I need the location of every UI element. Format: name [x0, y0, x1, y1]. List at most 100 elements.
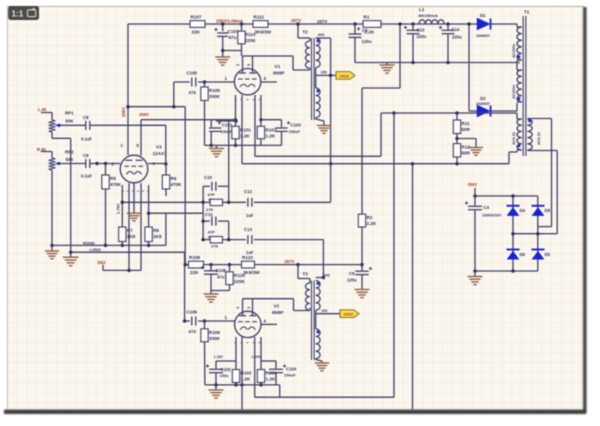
svg-text:C103: C103 [291, 123, 302, 128]
svg-text:6N8P: 6N8P [272, 310, 284, 315]
svg-text:R122: R122 [242, 255, 253, 260]
svg-text:267V: 267V [291, 18, 301, 23]
svg-text:9: 9 [121, 190, 125, 192]
svg-text:R110: R110 [245, 32, 256, 37]
svg-text:C6: C6 [349, 271, 355, 276]
svg-text:220K: 220K [234, 279, 246, 284]
svg-text:D4: D4 [520, 208, 526, 213]
svg-text:LGND: LGND [90, 247, 101, 252]
svg-text:330K: 330K [209, 94, 221, 99]
svg-text:1: 1 [225, 315, 228, 320]
svg-text:150uF: 150uF [289, 129, 301, 134]
svg-text:R120: R120 [234, 273, 245, 278]
svg-text:0.1uF: 0.1uF [81, 137, 92, 142]
svg-text:9: 9 [131, 190, 135, 192]
svg-text:C101: C101 [222, 123, 233, 128]
svg-text:27K: 27K [211, 244, 218, 249]
svg-text:1uF: 1uF [246, 250, 254, 255]
svg-text:150: 150 [321, 309, 327, 313]
svg-text:150: 150 [321, 71, 327, 75]
svg-text:R11: R11 [462, 121, 471, 126]
svg-text:AC6.3v: AC6.3v [511, 131, 516, 145]
svg-text:47u: 47u [217, 275, 225, 280]
svg-text:9: 9 [126, 190, 130, 192]
svg-text:RP2: RP2 [65, 150, 74, 155]
svg-text:1N4007: 1N4007 [476, 33, 491, 38]
svg-text:1:1: 1:1 [12, 9, 24, 18]
svg-text:9: 9 [246, 342, 250, 344]
svg-text:0.1uF: 0.1uF [81, 174, 92, 179]
svg-text:R7: R7 [127, 228, 133, 233]
svg-text:L.IN: L.IN [38, 107, 46, 112]
svg-text:150Ω: 150Ω [343, 312, 354, 317]
svg-text:D62: D62 [98, 260, 107, 265]
svg-text:R6: R6 [171, 176, 177, 181]
svg-text:47u: 47u [229, 35, 237, 40]
svg-text:600: 600 [324, 274, 330, 278]
svg-text:9: 9 [252, 342, 256, 344]
svg-text:2: 2 [236, 64, 240, 66]
svg-text:D8: D8 [545, 208, 551, 213]
svg-text:5: 5 [247, 64, 251, 66]
svg-text:R1: R1 [364, 15, 370, 20]
svg-text:DH2: DH2 [468, 182, 477, 187]
svg-text:C4: C4 [484, 205, 490, 210]
svg-text:6: 6 [137, 143, 140, 148]
svg-text:206V: 206V [121, 107, 126, 117]
svg-text:120u: 120u [347, 278, 357, 283]
svg-text:1.18V: 1.18V [214, 355, 224, 359]
svg-text:9: 9 [234, 99, 238, 101]
svg-text:D5: D5 [545, 252, 551, 257]
svg-text:C11: C11 [205, 212, 213, 217]
svg-text:267V: 267V [317, 19, 327, 24]
svg-text:C9: C9 [83, 153, 89, 158]
svg-text:474: 474 [189, 329, 197, 334]
svg-text:27K: 27K [206, 207, 213, 212]
svg-text:1uF: 1uF [246, 213, 254, 218]
svg-text:1.2K: 1.2K [240, 133, 250, 138]
svg-text:L1: L1 [419, 7, 425, 12]
svg-text:150uF: 150uF [284, 373, 296, 378]
svg-text:470K: 470K [110, 182, 122, 187]
svg-text:1.2K: 1.2K [266, 377, 276, 382]
svg-text:50R: 50R [462, 127, 471, 132]
svg-text:AC220v: AC220v [511, 43, 516, 58]
svg-text:C106: C106 [187, 310, 198, 315]
svg-text:10000/16V: 10000/16V [482, 213, 502, 218]
svg-text:R107: R107 [191, 15, 202, 20]
svg-text:9: 9 [252, 99, 256, 101]
svg-text:C5: C5 [362, 28, 368, 33]
svg-text:R101: R101 [240, 127, 251, 132]
svg-text:C14: C14 [452, 27, 460, 32]
svg-text:RP1: RP1 [65, 111, 74, 116]
svg-text:600: 600 [318, 33, 324, 37]
svg-text:R111: R111 [254, 15, 265, 20]
svg-text:R102: R102 [241, 371, 252, 376]
svg-text:V2: V2 [274, 304, 280, 309]
svg-text:9: 9 [258, 342, 262, 344]
svg-text:9: 9 [141, 190, 145, 192]
svg-text:120u: 120u [362, 39, 372, 44]
svg-text:R5: R5 [110, 176, 116, 181]
svg-text:4: 4 [264, 319, 267, 324]
svg-text:1.75V: 1.75V [116, 203, 121, 214]
svg-text:150u: 150u [220, 373, 230, 378]
svg-text:22K: 22K [190, 270, 199, 275]
svg-text:1.2K: 1.2K [241, 377, 251, 382]
svg-text:47P: 47P [208, 192, 215, 197]
svg-text:12AX7: 12AX7 [153, 151, 167, 156]
svg-text:330K: 330K [209, 336, 221, 341]
svg-text:1: 1 [225, 76, 228, 81]
svg-text:T2: T2 [303, 30, 309, 35]
svg-text:4: 4 [264, 76, 267, 81]
svg-text:9: 9 [136, 190, 140, 192]
svg-text:255V/1.06mA: 255V/1.06mA [216, 19, 244, 24]
svg-text:T1: T1 [524, 10, 530, 15]
svg-text:C107: C107 [228, 29, 239, 34]
svg-text:V3: V3 [156, 145, 162, 150]
svg-text:R12: R12 [462, 145, 471, 150]
svg-text:C12: C12 [244, 189, 253, 194]
svg-text:6N8P: 6N8P [273, 71, 285, 76]
svg-text:V1: V1 [275, 64, 281, 69]
svg-text:220K: 220K [245, 38, 257, 43]
